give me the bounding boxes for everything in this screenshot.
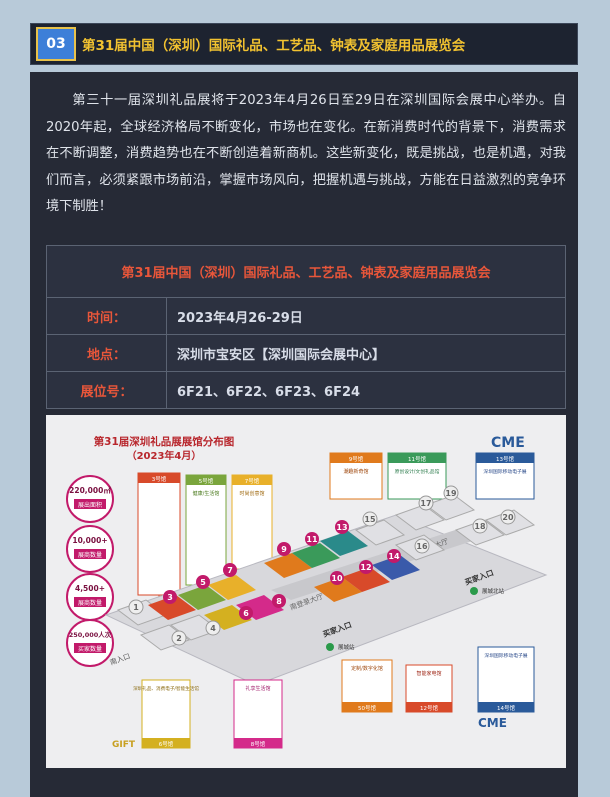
hall-marker: 16 — [416, 542, 428, 551]
callout-subtitle: 礼享生活馆 — [245, 685, 270, 692]
floor-map-image: 第31届深圳礼品展展馆分布图 （2023年4月） 220,000㎡ 展出面积 1… — [46, 415, 566, 768]
hall-marker: 1 — [133, 603, 139, 612]
hall-marker: 7 — [227, 566, 233, 575]
map-subtitle: （2023年4月） — [127, 449, 202, 462]
gift-logo: GIFT — [112, 740, 136, 750]
callout-subtitle: 定制/数字化馆 — [351, 665, 383, 672]
stat-item: 250,000人次 买家数量 — [66, 619, 114, 667]
hall-callout: 定制/数字化馆 50号馆 — [341, 659, 393, 713]
callout-subtitle: 深圳礼品、消费电子/智能生活馆 — [133, 685, 199, 692]
stat-label: 买家数量 — [78, 645, 102, 653]
hall-callout: 9号馆 潮趣新奇馆 — [329, 452, 383, 500]
stat-label: 展商数量 — [78, 599, 102, 607]
floor-map-svg: 第31届深圳礼品展展馆分布图 （2023年4月） 220,000㎡ 展出面积 1… — [66, 435, 548, 750]
hall-marker: 8 — [276, 597, 282, 606]
metro-label: 展城站 — [338, 643, 355, 651]
hall-marker: 10 — [331, 574, 343, 583]
metro-icon — [326, 643, 334, 651]
hall-callout: 智能家电馆 12号馆 — [405, 664, 453, 713]
booth-label: 展位号： — [46, 371, 167, 409]
metro-icon — [470, 587, 478, 595]
callout-title: 12号馆 — [420, 704, 438, 712]
callout-subtitle: 时尚创意馆 — [239, 490, 264, 497]
callout-title: 7号馆 — [245, 477, 260, 485]
hall-marker: 20 — [502, 513, 514, 522]
table-row: 展位号： 6F21、6F22、6F23、6F24 — [46, 371, 566, 409]
cme-logo: CME — [478, 716, 507, 730]
hall-marker: 17 — [420, 499, 431, 508]
hall-callout: 13号馆 深圳国际移动电子展 — [475, 452, 535, 500]
section-title: 第31届中国（深圳）国际礼品、工艺品、钟表及家庭用品展览会 — [82, 38, 466, 54]
callout-title: 14号馆 — [497, 704, 515, 712]
stat-label: 展出面积 — [78, 501, 102, 509]
hall-marker: 4 — [210, 624, 216, 633]
hall-marker: 3 — [167, 593, 173, 602]
callout-subtitle: 原创设计/文创礼品馆 — [395, 468, 440, 475]
hall-marker: 11 — [306, 535, 318, 544]
table-row: 地点： 深圳市宝安区【深圳国际会展中心】 — [46, 334, 566, 372]
table-title: 第31届中国（深圳）国际礼品、工艺品、钟表及家庭用品展览会 — [46, 245, 566, 298]
callout-title: 11号馆 — [408, 455, 426, 463]
callout-subtitle: 潮趣新奇馆 — [343, 468, 368, 475]
table-title-row: 第31届中国（深圳）国际礼品、工艺品、钟表及家庭用品展览会 — [46, 245, 566, 298]
venue-label: 地点： — [46, 334, 167, 372]
hall-marker: 18 — [474, 522, 486, 531]
stat-item: 10,000+ 展商数量 — [66, 525, 114, 573]
hall-callout: 3号馆 — [137, 472, 181, 605]
hall-callout: 5号馆 健康/生活馆 — [185, 474, 227, 586]
stat-label: 展商数量 — [78, 551, 102, 559]
exhibition-info-table: 第31届中国（深圳）国际礼品、工艺品、钟表及家庭用品展览会 时间： 2023年4… — [46, 245, 566, 409]
content-panel: 第三十一届深圳礼品展将于2023年4月26日至29日在深圳国际会展中心举办。自2… — [30, 72, 578, 797]
map-title: 第31届深圳礼品展展馆分布图 — [94, 435, 235, 448]
callout-subtitle: 深圳国际移动电子展 — [483, 468, 526, 475]
hall-marker: 5 — [200, 578, 206, 587]
hall-callout: 深圳礼品、消费电子/智能生活馆 6号馆 — [133, 679, 199, 749]
time-label: 时间： — [46, 297, 167, 335]
callout-subtitle: 智能家电馆 — [416, 670, 441, 677]
callout-title: 9号馆 — [349, 455, 364, 463]
callout-title: 5号馆 — [199, 477, 214, 485]
callout-title: 8号馆 — [251, 740, 266, 748]
callout-subtitle: 健康/生活馆 — [193, 490, 220, 497]
hall-marker: 12 — [360, 563, 371, 572]
stat-item: 4,500+ 展商数量 — [66, 573, 114, 621]
time-value: 2023年4月26-29日 — [166, 297, 566, 335]
metro-label: 展城北站 — [482, 587, 505, 595]
cme-logo: CME — [491, 435, 525, 451]
callout-title: 50号馆 — [358, 704, 376, 712]
hall-marker: 6 — [243, 609, 249, 618]
callout-title: 6号馆 — [159, 740, 174, 748]
callout-title: 3号馆 — [152, 475, 167, 483]
stat-value: 220,000㎡ — [69, 485, 111, 495]
hall-marker: 2 — [176, 634, 182, 643]
hall-callout: 礼享生活馆 8号馆 — [233, 679, 283, 749]
hall-marker: 19 — [445, 489, 457, 498]
stat-value: 10,000+ — [72, 536, 107, 545]
stat-value: 250,000人次 — [69, 630, 112, 639]
hall-callout: 7号馆 时尚创意馆 — [231, 474, 273, 570]
hall-callout: 11号馆 原创设计/文创礼品馆 — [387, 452, 447, 500]
section-header: 03 第31届中国（深圳）国际礼品、工艺品、钟表及家庭用品展览会 — [30, 23, 578, 65]
hall-marker: 15 — [364, 515, 376, 524]
intro-paragraph: 第三十一届深圳礼品展将于2023年4月26日至29日在深圳国际会展中心举办。自2… — [46, 93, 566, 214]
booth-value: 6F21、6F22、6F23、6F24 — [166, 371, 566, 409]
entrance-label: 南入口 — [109, 651, 132, 667]
venue-value: 深圳市宝安区【深圳国际会展中心】 — [166, 334, 566, 372]
hall-marker: 14 — [388, 552, 400, 561]
section-number: 03 — [36, 27, 76, 61]
hall-callout: 深圳国际移动电子展 14号馆 — [477, 646, 535, 713]
hall-marker: 9 — [281, 545, 287, 554]
stat-item: 220,000㎡ 展出面积 — [66, 475, 114, 523]
callout-title: 13号馆 — [496, 455, 514, 463]
hall-marker: 13 — [336, 523, 347, 532]
stat-value: 4,500+ — [75, 584, 105, 593]
table-row: 时间： 2023年4月26-29日 — [46, 297, 566, 335]
callout-subtitle: 深圳国际移动电子展 — [484, 652, 527, 659]
